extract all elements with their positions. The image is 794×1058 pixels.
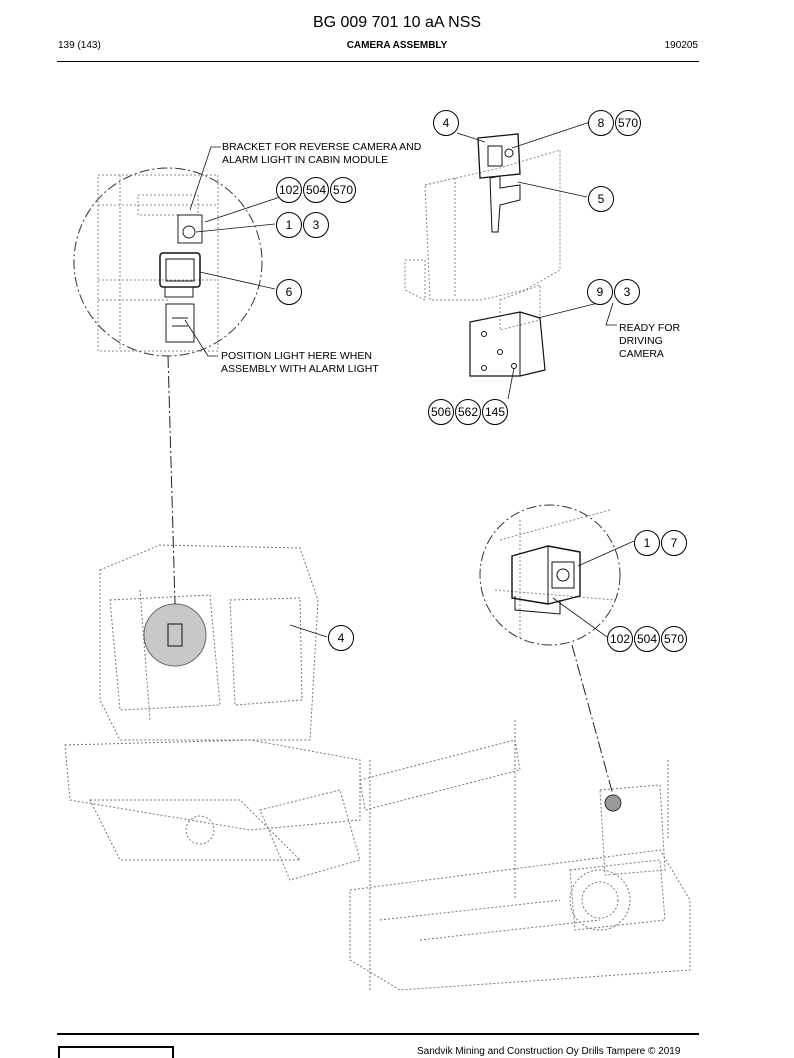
leader-lines	[184, 121, 635, 638]
view-machine	[64, 544, 691, 991]
note-bracket: BRACKET FOR REVERSE CAMERA AND ALARM LIG…	[222, 141, 421, 167]
callout-1-a: 1	[276, 212, 302, 238]
camera-location-mark	[167, 623, 183, 647]
projection-lines	[167, 355, 614, 796]
callout-570-top: 570	[615, 110, 641, 136]
callout-504-b: 504	[634, 626, 660, 652]
note-bracket-line-2: ALARM LIGHT IN CABIN MODULE	[222, 154, 389, 166]
callout-102-a: 102	[276, 177, 302, 203]
note-ready-line-3: CAMERA	[619, 348, 664, 360]
callout-4-top: 4	[433, 110, 459, 136]
document-title: BG 009 701 10 aA NSS	[312, 14, 482, 31]
note-ready-line-1: READY FOR	[619, 322, 681, 334]
page-number: 139 (143)	[58, 40, 101, 51]
view-cabin-module	[404, 133, 561, 377]
callout-570-b: 570	[661, 626, 687, 652]
callout-9: 9	[587, 279, 613, 305]
header-rule	[57, 61, 699, 62]
brand-logo	[58, 1046, 174, 1058]
note-bracket-line-1: BRACKET FOR REVERSE CAMERA AND	[222, 141, 422, 153]
callout-145: 145	[482, 399, 508, 425]
note-ready-line-2: DRIVING	[619, 335, 663, 347]
section-title: CAMERA ASSEMBLY	[346, 40, 448, 51]
callout-7: 7	[661, 530, 687, 556]
callout-504-a: 504	[303, 177, 329, 203]
footer-rule	[57, 1033, 699, 1035]
copyright: Sandvik Mining and Construction Oy Drill…	[417, 1046, 681, 1057]
callout-570-a: 570	[330, 177, 356, 203]
callout-1-b: 1	[634, 530, 660, 556]
driving-camera-location-mark	[604, 794, 622, 812]
camera-location-highlight	[143, 603, 207, 667]
note-position-light: POSITION LIGHT HERE WHEN ASSEMBLY WITH A…	[221, 350, 379, 376]
detail-view-driving-camera	[479, 504, 621, 646]
note-position-light-line-2: ASSEMBLY WITH ALARM LIGHT	[221, 363, 379, 375]
callout-3-a: 3	[303, 212, 329, 238]
note-position-light-line-1: POSITION LIGHT HERE WHEN	[221, 350, 372, 362]
callout-6: 6	[276, 279, 302, 305]
callout-506: 506	[428, 399, 454, 425]
note-ready-driving-camera: READY FOR DRIVING CAMERA	[619, 322, 680, 361]
callout-562: 562	[455, 399, 481, 425]
callout-3-b: 3	[614, 279, 640, 305]
callout-102-b: 102	[607, 626, 633, 652]
callout-5: 5	[588, 186, 614, 212]
callout-4-mid: 4	[328, 625, 354, 651]
date-code: 190205	[664, 40, 698, 51]
callout-8: 8	[588, 110, 614, 136]
detail-view-bracket	[73, 167, 263, 357]
